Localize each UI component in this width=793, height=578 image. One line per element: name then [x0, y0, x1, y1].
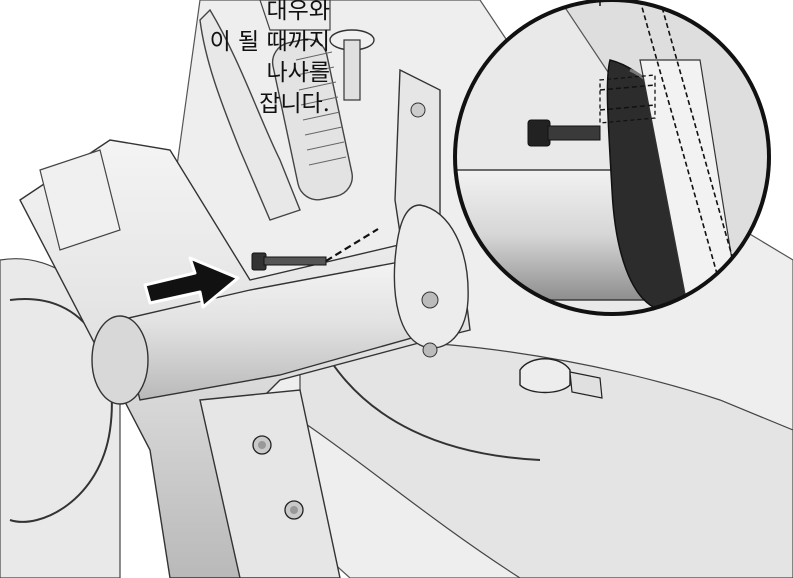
screw-icon [251, 228, 379, 271]
spring-assembly [199, 0, 441, 301]
lower-bracket [199, 389, 341, 578]
arrow-right-icon [143, 256, 240, 309]
magnified-detail-circle [453, 0, 771, 316]
instruction-line-1: 대우와 [266, 0, 330, 24]
instruction-text: 대우와 이 될 때까지 나사를 잡니다. [150, 0, 330, 120]
instruction-line-3: 나사를 [266, 60, 330, 86]
cable-clip [519, 358, 603, 399]
main-tube [19, 139, 471, 578]
instruction-line-4: 잡니다. [259, 91, 330, 117]
instruction-line-2: 이 될 때까지 [209, 29, 330, 55]
